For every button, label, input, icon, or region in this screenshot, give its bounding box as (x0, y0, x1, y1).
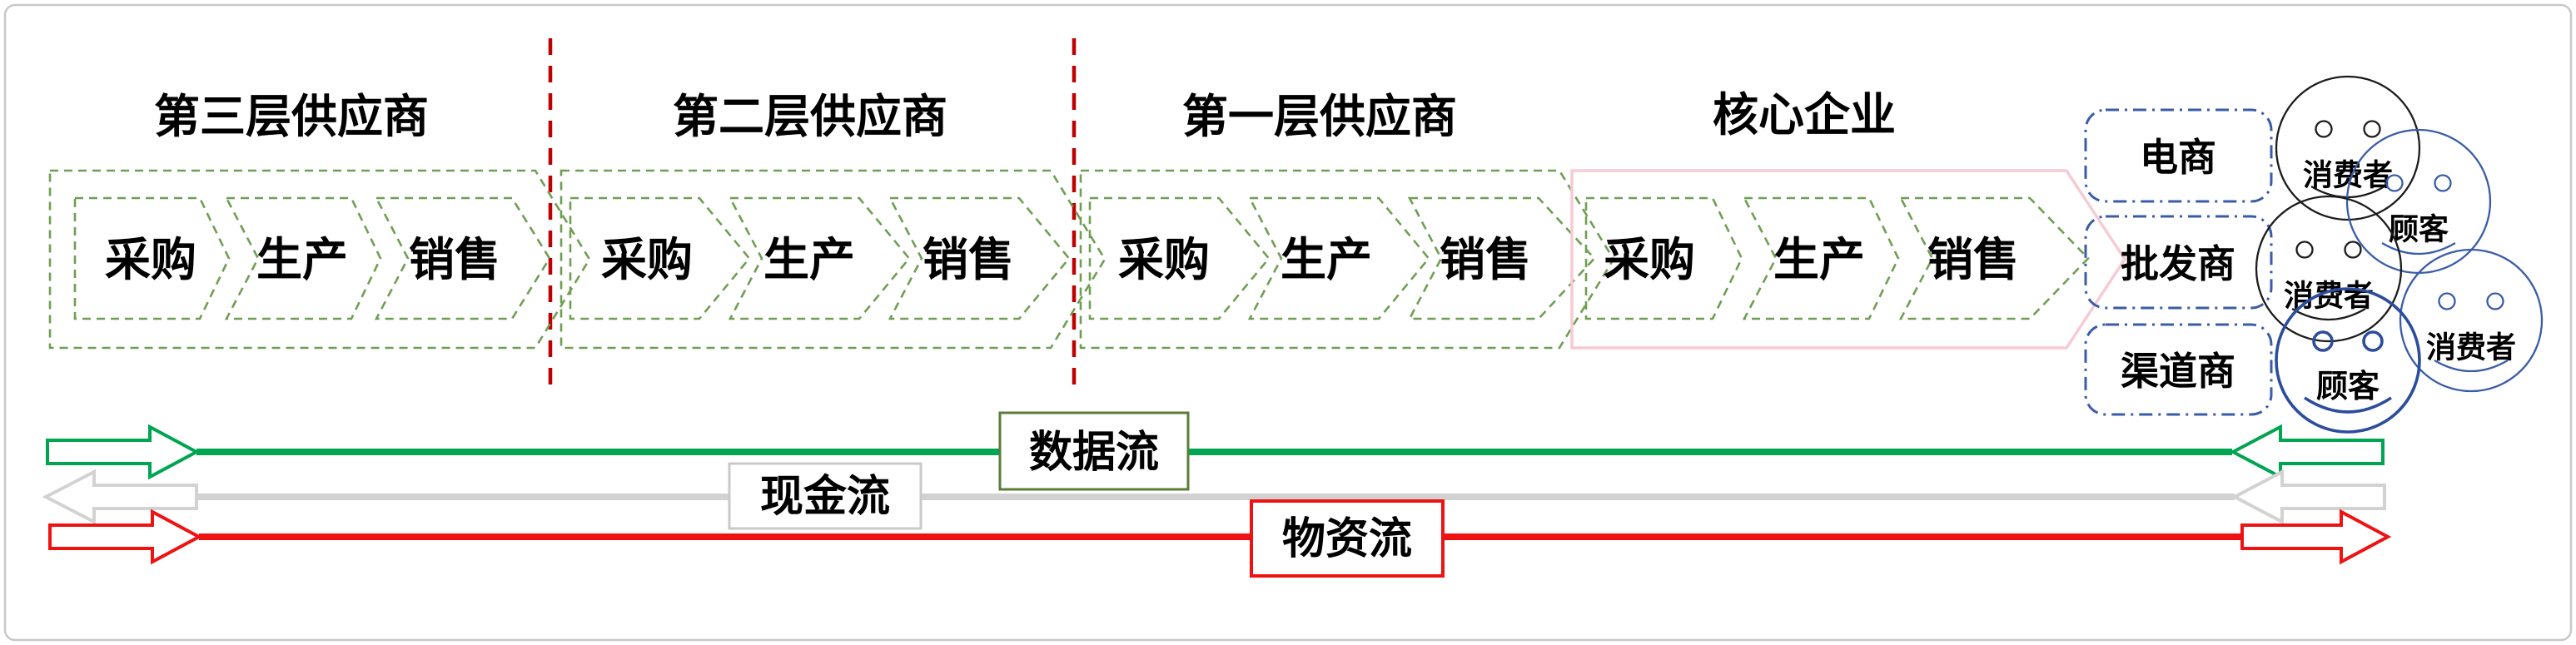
consumer-circle-2: 消费者 (2255, 195, 2403, 343)
eye-icon (2434, 174, 2452, 192)
smile-icon (2291, 308, 2366, 321)
cash-flow: 现金流 (42, 462, 2386, 530)
cash-flow-arrow-right (2230, 469, 2386, 525)
channel-box-ecommerce (2084, 108, 2273, 203)
cash-flow-label: 现金流 (760, 473, 890, 521)
step-label: 生产 (1281, 234, 1372, 285)
step-chevron-production (1742, 196, 1900, 320)
step-label: 销售 (1927, 234, 2019, 285)
step-chevron-procurement (1584, 196, 1743, 320)
cash-flow-arrow-left (42, 469, 198, 525)
step-chevron-production (224, 196, 382, 320)
section-tier1-supplier: 第一层供应商 采购 生产 销售 (1079, 91, 1615, 350)
eye-icon (2385, 174, 2404, 192)
data-flow-arrow-right (2229, 424, 2385, 480)
material-flow-label: 物资流 (1282, 515, 1412, 563)
step-chevron-procurement (73, 196, 231, 320)
step-label: 生产 (256, 234, 348, 285)
step-label: 销售 (409, 234, 500, 285)
section-title: 第三层供应商 (154, 91, 429, 142)
step-label: 采购 (1118, 234, 1210, 285)
section-outer-chevron (1570, 169, 2127, 350)
smile-icon (2381, 242, 2456, 256)
channel-label: 批发商 (2121, 242, 2235, 285)
data-flow-label: 数据流 (1029, 429, 1159, 477)
channel-label: 电商 (2140, 136, 2216, 179)
step-label: 采购 (601, 234, 693, 285)
section-outer-chevron (48, 169, 591, 350)
step-label: 销售 (922, 234, 1014, 285)
material-flow-arrow-left (48, 509, 203, 565)
section-title: 第二层供应商 (673, 91, 947, 142)
customer-circles: 消费者 顾客 消费者 消费者 顾客 (2255, 75, 2544, 434)
step-label: 采购 (1604, 234, 1695, 285)
step-chevron-sales (888, 196, 1071, 320)
section-core-enterprise: 核心企业 采购 生产 销售 (1570, 89, 2127, 350)
step-chevron-procurement (569, 196, 751, 320)
data-flow-label-box (998, 411, 1190, 491)
step-label: 采购 (105, 234, 196, 285)
customer-circle-2: 顾客 (2275, 287, 2421, 434)
eye-icon (2363, 120, 2381, 138)
step-chevron-procurement (1088, 196, 1271, 320)
eye-icon (2312, 330, 2334, 352)
channel-label: 渠道商 (2121, 350, 2235, 393)
eye-icon (2362, 330, 2384, 352)
customer-label: 消费者 (2284, 279, 2374, 313)
data-flow-arrow-left (46, 424, 201, 480)
material-flow-arrow-right (2240, 509, 2392, 565)
step-label: 销售 (1440, 234, 1531, 285)
diagram-frame (3, 3, 2573, 642)
section-title: 核心企业 (1713, 89, 1896, 141)
material-flow-label-box (1250, 499, 1445, 578)
step-chevron-sales (1898, 196, 2090, 320)
step-chevron-sales (374, 196, 551, 320)
step-chevron-sales (1407, 196, 1596, 320)
smile-icon (2434, 360, 2509, 373)
consumer-circle-3: 消费者 (2399, 248, 2544, 393)
customer-label: 顾客 (2389, 212, 2449, 246)
distribution-channels: 电商 批发商 渠道商 (2084, 108, 2273, 416)
channel-box-wholesaler (2084, 215, 2273, 310)
section-tier3-supplier: 第三层供应商 采购 生产 销售 (48, 91, 591, 350)
eye-icon (2315, 120, 2333, 138)
tier-separators (548, 38, 1077, 385)
material-flow: 物资流 (48, 499, 2392, 578)
eye-icon (2344, 241, 2362, 259)
eye-icon (2486, 292, 2504, 310)
step-chevron-production (1247, 196, 1430, 320)
step-label: 生产 (763, 234, 855, 285)
section-title: 第一层供应商 (1182, 91, 1457, 142)
eye-icon (2295, 241, 2314, 259)
channel-box-reseller (2084, 323, 2273, 416)
section-tier2-supplier: 第二层供应商 采购 生产 销售 (559, 91, 1106, 350)
section-outer-chevron (1079, 169, 1615, 350)
cash-flow-label-box (728, 462, 922, 530)
step-label: 生产 (1773, 234, 1865, 285)
flow-lines: 数据流 现金流 物资流 (42, 411, 2392, 578)
step-chevron-production (728, 196, 911, 320)
data-flow: 数据流 (46, 411, 2385, 491)
smile-icon (2304, 396, 2392, 414)
eye-icon (2438, 292, 2456, 310)
customer-label: 顾客 (2316, 369, 2380, 404)
customer-label: 消费者 (2426, 330, 2516, 365)
consumer-circle-1: 消费者 (2275, 75, 2421, 221)
